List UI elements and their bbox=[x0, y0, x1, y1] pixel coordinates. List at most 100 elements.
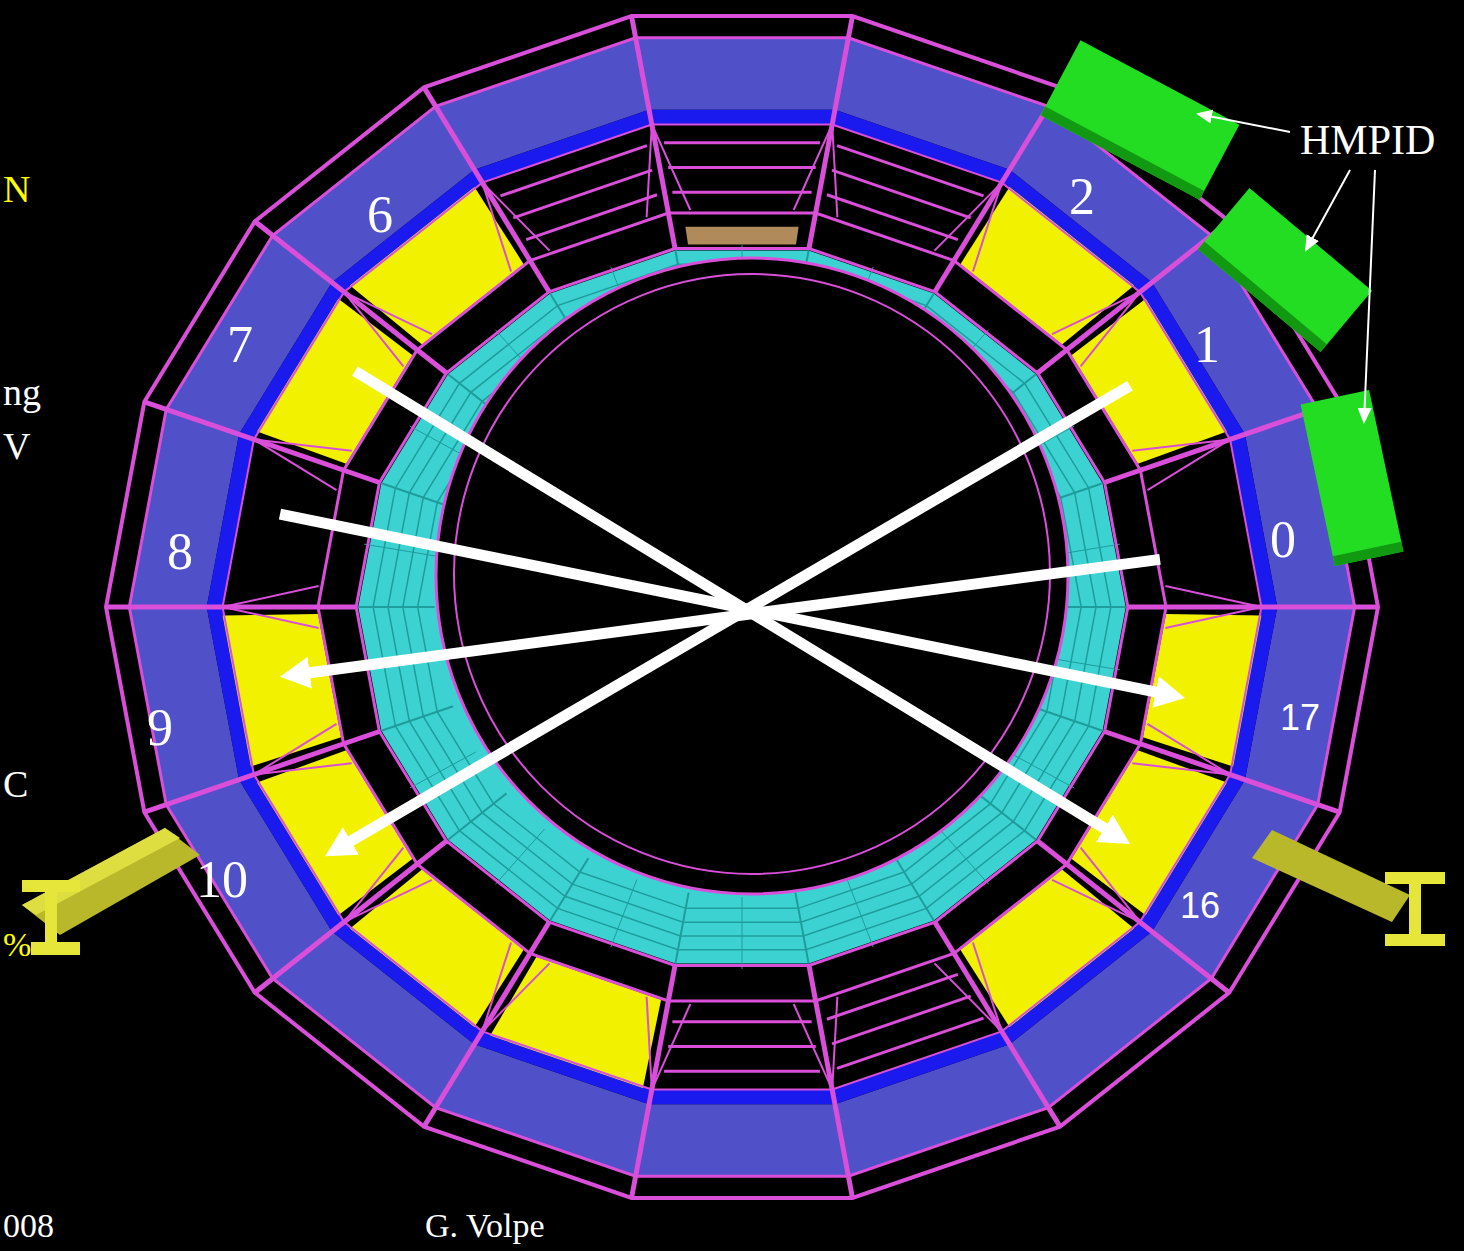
frame-brace bbox=[254, 724, 352, 775]
slide-text: C bbox=[3, 765, 28, 805]
frame-spoke bbox=[144, 731, 379, 812]
bright-blue-band bbox=[474, 110, 651, 183]
frame-brace bbox=[344, 292, 432, 366]
outer-blue-band bbox=[636, 1104, 849, 1176]
frame-spoke bbox=[255, 221, 447, 373]
frame-brace bbox=[254, 439, 352, 490]
frame-spoke bbox=[632, 965, 675, 1197]
outer-blue-band bbox=[636, 38, 849, 110]
frame-slat bbox=[664, 1070, 820, 1073]
tof-module bbox=[257, 750, 412, 915]
sector-number: 10 bbox=[196, 854, 248, 906]
beam-end bbox=[1385, 872, 1445, 946]
frame-spoke bbox=[809, 965, 852, 1197]
sector-number: 0 bbox=[1270, 514, 1296, 566]
frame-brace bbox=[934, 183, 1001, 272]
sector-number: 1 bbox=[1194, 319, 1220, 371]
top-bar bbox=[685, 227, 798, 245]
sector-number: 9 bbox=[147, 702, 173, 754]
slide-text: G. Volpe bbox=[425, 1208, 545, 1244]
slide-text: ng bbox=[3, 373, 41, 413]
label-holder: % bbox=[3, 927, 31, 963]
sector-node: 9 bbox=[141, 668, 280, 760]
inner-ring-spoke bbox=[611, 880, 637, 948]
bright-blue-band bbox=[649, 110, 835, 125]
frame-brace bbox=[647, 997, 691, 1090]
frame-spoke bbox=[935, 87, 1060, 291]
arrow-connector bbox=[280, 514, 1158, 692]
sector-number: 8 bbox=[167, 526, 193, 578]
tof-module bbox=[1072, 299, 1227, 464]
frame-slat bbox=[672, 1020, 811, 1023]
frame-ring bbox=[106, 16, 1378, 1198]
inner-ring-spoke bbox=[358, 606, 434, 608]
label-holder: G. Volpe bbox=[425, 1208, 545, 1244]
sector-node: 1 bbox=[1130, 313, 1226, 390]
frame-slat bbox=[500, 146, 646, 196]
frame-spoke bbox=[424, 87, 549, 291]
frame-brace bbox=[223, 586, 319, 628]
inner-ring-spoke bbox=[1031, 706, 1103, 731]
inner-ring-spoke bbox=[940, 829, 989, 884]
sector-node: 10 bbox=[190, 848, 325, 912]
beam-bore-ring bbox=[454, 274, 1050, 874]
frame-slat bbox=[526, 195, 657, 240]
detector bbox=[106, 16, 1378, 1198]
frame-brace bbox=[647, 124, 691, 217]
bright-blue-band bbox=[207, 434, 254, 607]
sector-number: 16 bbox=[1180, 888, 1220, 924]
label-holder: 008 bbox=[3, 1208, 54, 1244]
inner-ring-spoke bbox=[381, 706, 453, 731]
beam-bore bbox=[436, 258, 1068, 894]
sector-node: 17 bbox=[1185, 690, 1326, 742]
detector-label: HMPID bbox=[1300, 118, 1435, 162]
leader-line bbox=[1306, 170, 1350, 250]
hmpid-box bbox=[1198, 188, 1372, 352]
inner-ring-spoke bbox=[448, 793, 506, 839]
sector-node: 0 bbox=[1160, 508, 1302, 572]
sector-number: 7 bbox=[227, 319, 253, 371]
frame-slat bbox=[832, 996, 971, 1044]
frame-brace bbox=[1052, 848, 1140, 922]
sector-number: 17 bbox=[1280, 700, 1320, 736]
frame-slat bbox=[513, 170, 652, 218]
inner-ring-spoke bbox=[381, 483, 453, 508]
frame-spoke bbox=[632, 16, 675, 248]
frame-spoke bbox=[255, 841, 447, 993]
frame-slat bbox=[664, 141, 820, 144]
sector-node: 16 bbox=[1130, 840, 1226, 930]
frame-brace bbox=[794, 997, 838, 1090]
sector-node: 8 bbox=[161, 502, 280, 584]
frame-slat bbox=[668, 166, 816, 169]
space-frame bbox=[106, 16, 1378, 1198]
frame-brace bbox=[1132, 439, 1230, 490]
inner-ring-spoke bbox=[550, 858, 588, 920]
inner-ring-spoke bbox=[847, 880, 873, 948]
frame-brace bbox=[794, 124, 838, 217]
hmpid-box bbox=[1301, 390, 1404, 566]
frame-spoke bbox=[1038, 841, 1230, 993]
frame-slat bbox=[837, 1018, 983, 1068]
frame-slat bbox=[827, 974, 958, 1019]
sector-node: 7 bbox=[221, 313, 355, 377]
hmpid-edge bbox=[1041, 106, 1205, 199]
frame-spoke bbox=[144, 402, 379, 483]
inner-ring-spoke bbox=[896, 858, 934, 920]
label-holder: 6 bbox=[367, 188, 393, 243]
label-holder: C bbox=[3, 765, 28, 805]
frame-slat bbox=[832, 170, 971, 218]
label-holder: N bbox=[3, 170, 30, 210]
support-beams bbox=[22, 828, 1445, 955]
frame-brace bbox=[344, 848, 432, 922]
inner-ring-spoke bbox=[977, 793, 1035, 839]
hmpid-module bbox=[1301, 390, 1404, 566]
frame-brace bbox=[482, 942, 549, 1031]
frame-slat bbox=[668, 1045, 816, 1048]
frame-brace bbox=[1165, 586, 1261, 628]
inner-ring-spoke bbox=[742, 897, 743, 969]
frame-spoke bbox=[424, 922, 549, 1126]
label-holder: ng bbox=[3, 373, 41, 413]
frame-spoke bbox=[809, 16, 852, 248]
